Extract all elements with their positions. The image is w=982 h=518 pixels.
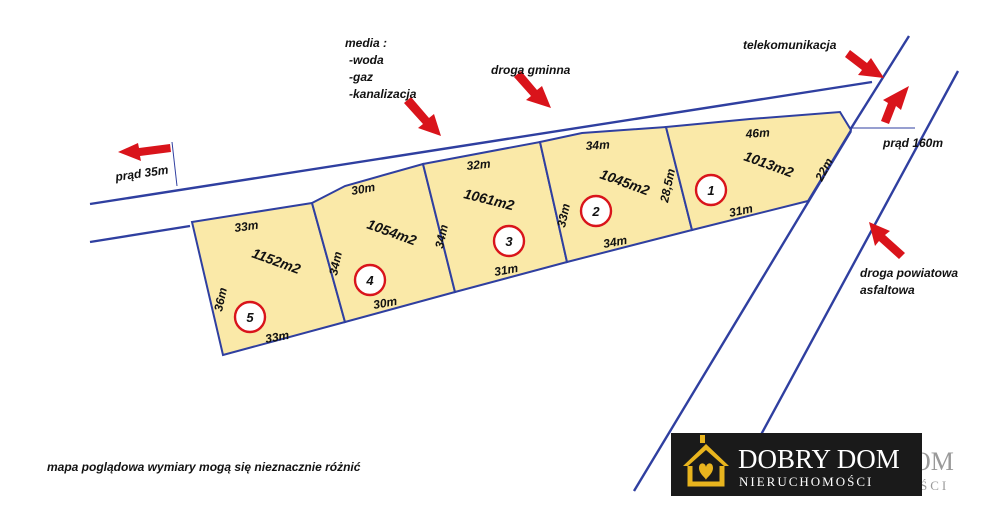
plot-1-bottom: 31m bbox=[728, 201, 755, 220]
plot-2-bottom: 34m bbox=[602, 233, 628, 251]
plot-5-number-badge bbox=[233, 300, 267, 334]
plot-3-top: 32m bbox=[466, 157, 492, 173]
arrow-power-right bbox=[881, 86, 909, 124]
logo-sub: NIERUCHOMOŚCI bbox=[739, 474, 873, 489]
plot-2-number: 2 bbox=[591, 204, 600, 219]
disclaimer: mapa poglądowa wymiary mogą się nieznacz… bbox=[47, 460, 361, 474]
plot-3-number-badge bbox=[492, 224, 526, 258]
plot-3-left: 34m bbox=[432, 223, 451, 250]
plot-5-top: 33m bbox=[233, 218, 259, 235]
plot-5-number: 5 bbox=[246, 310, 254, 325]
plot-2-top: 34m bbox=[585, 137, 610, 153]
county-road-label-1: droga powiatowa bbox=[860, 266, 958, 280]
plot-2-number-badge bbox=[579, 194, 613, 228]
plot-3-number: 3 bbox=[505, 234, 513, 249]
plot-5-bottom: 33m bbox=[264, 328, 290, 346]
plot-4-left: 34m bbox=[326, 250, 345, 277]
municipal-road-lower-edge bbox=[89, 224, 191, 244]
power-left-label: prąd 35m bbox=[113, 163, 169, 184]
house-icon bbox=[683, 435, 729, 487]
plot-1-number: 1 bbox=[707, 183, 714, 198]
county-road-right-edge bbox=[728, 70, 960, 493]
logo-brand: DOBRY DOM bbox=[738, 444, 900, 474]
plot-1-number-badge bbox=[694, 173, 728, 207]
plot-4-bottom: 30m bbox=[372, 294, 398, 312]
arrow-telecom bbox=[845, 50, 884, 78]
arrow-power-left bbox=[118, 143, 171, 161]
municipal-road-label: droga gminna bbox=[491, 63, 571, 77]
power-line-left bbox=[171, 141, 178, 187]
plot-2-left: 33m bbox=[554, 202, 573, 229]
arrow-municipal-road bbox=[514, 71, 551, 108]
dobry-dom-logo: DOBRY DOM NIERUCHOMOŚCI bbox=[671, 433, 922, 496]
media-title: media : bbox=[345, 36, 387, 50]
telecom-label: telekomunikacja bbox=[743, 38, 837, 52]
arrow-county-road bbox=[869, 222, 905, 259]
plot-4-number-badge bbox=[353, 263, 387, 297]
municipal-road-upper-edge bbox=[89, 80, 873, 206]
county-road-upper-edge bbox=[848, 35, 911, 131]
plot-5-left: 36m bbox=[211, 286, 230, 313]
plot-1-top: 46m bbox=[744, 125, 770, 141]
media-water: -woda bbox=[349, 53, 384, 67]
logo-ghost-sub: ŚCI bbox=[920, 478, 949, 493]
county-road-label-2: asfaltowa bbox=[860, 283, 915, 297]
plot-3-bottom: 31m bbox=[493, 261, 519, 279]
plot-4-number: 4 bbox=[365, 273, 374, 288]
media-sewer: -kanalizacja bbox=[349, 87, 417, 101]
plot-4-top: 30m bbox=[350, 180, 376, 198]
power-right-label: prąd 160m bbox=[882, 136, 943, 150]
media-gas: -gaz bbox=[349, 70, 373, 84]
arrow-media bbox=[404, 97, 441, 136]
